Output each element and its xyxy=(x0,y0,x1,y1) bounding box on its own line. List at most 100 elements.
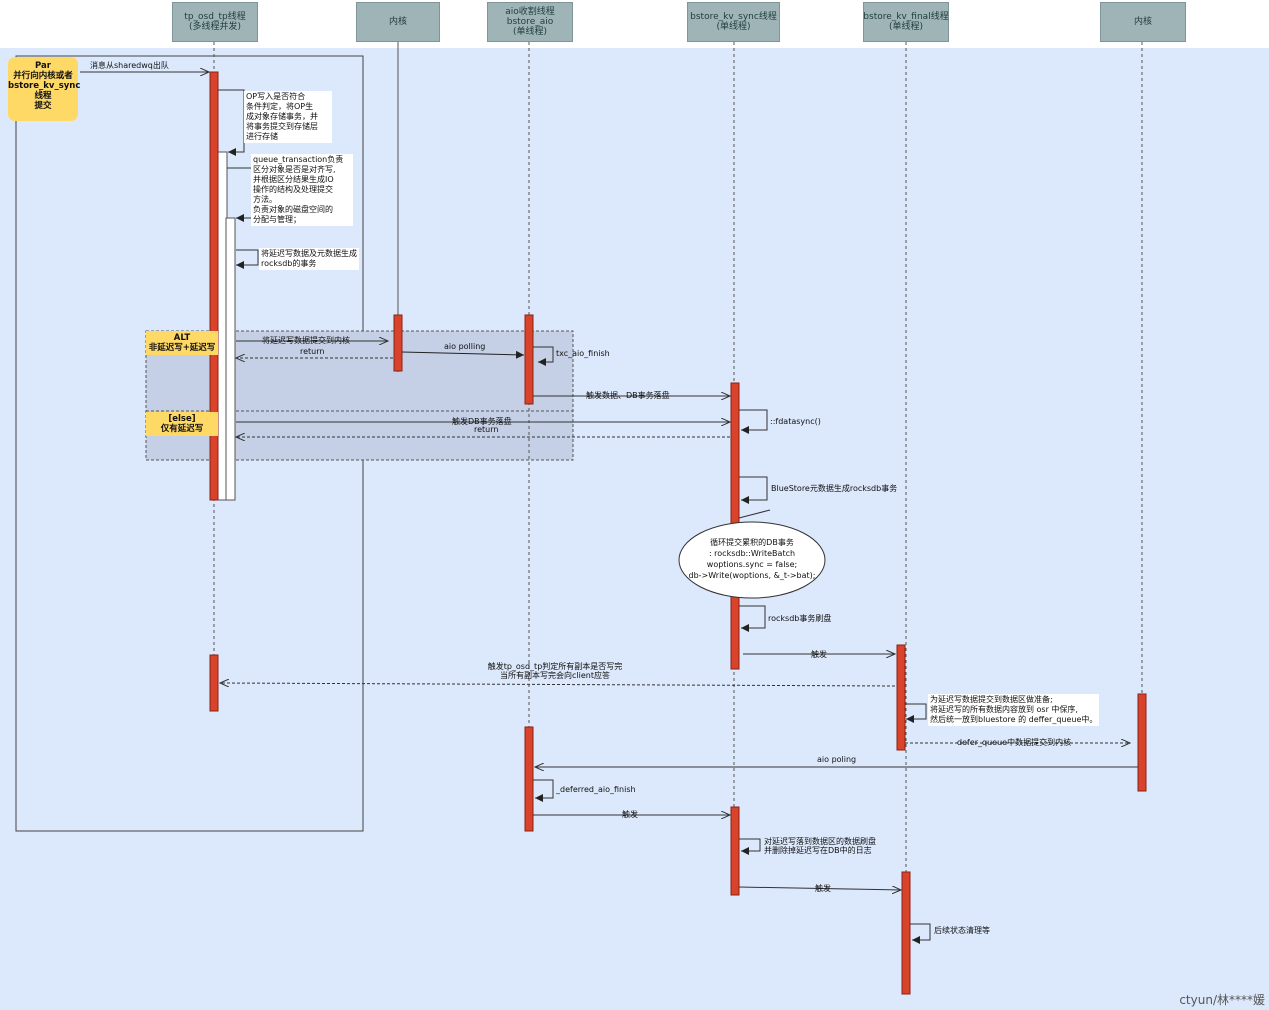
note-op-line: OP写入是否符合 xyxy=(246,92,306,101)
arrow-aio-polling xyxy=(401,350,525,359)
note-queue-line: 操作的结构及处理提交 xyxy=(253,185,333,194)
msg-return2-label: return xyxy=(474,425,499,434)
msg-deferred-aio-finish-label: _deferred_aio_finish xyxy=(556,785,636,794)
arrow-trigger3 xyxy=(738,887,901,890)
msg-return1-label: return xyxy=(300,347,325,356)
note-defer-line: rocksdb的事务 xyxy=(261,259,317,268)
arrow-rocksdb-flush xyxy=(739,605,766,632)
msg-aio-poling-label: aio poling xyxy=(817,755,857,764)
else-tag-line: 仅有延迟写 xyxy=(160,424,204,434)
activation-kvfinal-1 xyxy=(896,644,906,751)
loop-note-ellipse xyxy=(678,521,826,599)
lifeline-header-line: 内核 xyxy=(388,17,407,27)
lifeline-header-line: 内核 xyxy=(1133,17,1152,27)
msg-trigger-db-label: 触发数据、DB事务落盘 xyxy=(586,391,670,400)
lifeline-header-line: (多线程并发) xyxy=(188,22,242,32)
msg-after-label: 后续状态清理等 xyxy=(934,926,990,935)
msg-trigger2-label: 触发 xyxy=(622,810,638,819)
watermark: ctyun/林****媛 xyxy=(1179,993,1265,1007)
note-sync-line: 对延迟写落到数据区的数据刷盘 xyxy=(764,837,876,846)
lifeline-header-line: (单线程) xyxy=(512,27,548,37)
par-tag-line: Par xyxy=(35,61,51,71)
note-queue-line: queue_transaction负责 xyxy=(253,155,344,164)
note-sync-data: 对延迟写落到数据区的数据刷盘 并删除掉延迟写在DB中的日志 xyxy=(764,837,876,855)
alt-tag-line: 非延迟写+延迟写 xyxy=(148,343,216,353)
note-queue-line: 区分对象是否是对齐写, xyxy=(253,165,336,174)
arrow-self-final xyxy=(905,703,927,723)
lifeline-header-line: bstore_kv_sync线程 xyxy=(690,12,777,22)
par-tag-line: 线程 xyxy=(34,91,52,101)
activation-tp-2 xyxy=(209,654,219,712)
arrow-txc-aio-finish xyxy=(533,346,554,366)
alt-tag-line: ALT xyxy=(173,333,191,343)
activation-tp-1 xyxy=(209,71,219,501)
msg-txc-aio-finish-label: txc_aio_finish xyxy=(556,349,610,358)
arrow-bluestore-meta xyxy=(739,476,768,504)
tp-nested-activation-2 xyxy=(225,217,236,501)
msg-aio-polling-label: aio polling xyxy=(444,342,486,351)
note-op-line: 成对象存储事务，并 xyxy=(246,112,318,121)
loop-note-connector xyxy=(738,509,771,519)
note-op-line: 将事务提交到存储层 xyxy=(246,122,318,131)
lifeline-header-line: aio收割线程 xyxy=(505,7,555,17)
activation-kernel1 xyxy=(393,314,403,372)
arrow-after xyxy=(910,923,931,944)
note-queue-transaction: queue_transaction负责 区分对象是否是对齐写, 并根据区分结果生… xyxy=(251,154,353,226)
else-tag-line: [else] xyxy=(168,414,196,424)
activation-aio-2 xyxy=(524,726,534,832)
msg-dequeue-label: 消息从sharedwq出队 xyxy=(90,61,169,70)
lifeline-header-kernel1: 内核 xyxy=(356,2,440,42)
note-loop-line: woptions.sync = false; xyxy=(706,560,798,569)
note-queue-line: 分配与管理； xyxy=(253,215,301,224)
lifeline-header-kernel2: 内核 xyxy=(1100,2,1186,42)
note-op: OP写入是否符合 条件判定，将OP生 成对象存储事务，并 将事务提交到存储层 进… xyxy=(244,91,332,143)
lifeline-header-line: tp_osd_tp线程 xyxy=(184,12,246,22)
lifeline-header-line: bstore_kv_final线程 xyxy=(863,12,949,22)
lifeline-header-line: (单线程) xyxy=(888,22,924,32)
else-tag: [else] 仅有延迟写 xyxy=(146,412,218,436)
note-loop-line: : rocksdb::WriteBatch xyxy=(708,549,796,558)
arrow-reply xyxy=(220,683,896,686)
note-final-line: 将延迟写的所有数据内容放到 osr 中保序, xyxy=(930,705,1078,714)
note-final: 为延迟写数据提交到数据区做准备; 将延迟写的所有数据内容放到 osr 中保序, … xyxy=(928,694,1100,726)
note-op-line: 条件判定，将OP生 xyxy=(246,102,314,111)
note-queue-line: 并根据区分结果生成IO xyxy=(253,175,334,184)
msg-fdatasync-label: ::fdatasync() xyxy=(770,417,821,426)
msg-bluestore-meta-label: BlueStore元数据生成rocksdb事务 xyxy=(771,484,898,493)
arrow-self-sync xyxy=(739,838,761,855)
note-queue-line: 方法。 xyxy=(253,195,277,204)
activation-aio-1 xyxy=(524,314,534,405)
note-queue-line: 负责对象的磁盘空间的 xyxy=(253,205,333,214)
arrow-self-defer xyxy=(236,249,259,269)
diagram-background xyxy=(0,48,1269,1010)
lifeline-header-line: bstore_aio xyxy=(506,17,554,27)
par-tag-line: 并行向内核或者 xyxy=(13,71,73,81)
par-tag-line: bstore_kv_sync xyxy=(8,81,81,91)
note-loop-commit: 循环提交累积的DB事务 : rocksdb::WriteBatch woptio… xyxy=(682,537,822,581)
msg-defer-queue-label: defer_queue中数据提交到内核 xyxy=(957,738,1072,747)
activation-kernel2 xyxy=(1137,693,1147,792)
msg-trigger1-label: 触发 xyxy=(811,650,827,659)
note-reply: 触发tp_osd_tp判定所有副本是否写完 当所有副本写完会向client应答 xyxy=(470,662,640,680)
note-loop-line: db->Write(woptions, &_t->bat); xyxy=(688,571,816,580)
arrow-fdatasync xyxy=(739,409,768,434)
msg-aio-submit-label: 将延迟写数据提交到内核 xyxy=(262,336,350,345)
alt-tag: ALT 非延迟写+延迟写 xyxy=(146,331,218,355)
msg-trigger-db2-label: 触发DB事务落盘 xyxy=(452,417,512,426)
note-reply-line: 触发tp_osd_tp判定所有副本是否写完 xyxy=(487,662,623,671)
par-tag-line: 提交 xyxy=(34,101,52,111)
note-defer-txn: 将延迟写数据及元数据生成 rocksdb的事务 xyxy=(259,248,359,270)
lifeline-header-aio: aio收割线程 bstore_aio (单线程) xyxy=(487,2,573,42)
note-final-line: 为延迟写数据提交到数据区做准备; xyxy=(930,695,1053,704)
lifeline-header-tp: tp_osd_tp线程 (多线程并发) xyxy=(172,2,258,42)
msg-trigger3-label: 触发 xyxy=(815,884,831,893)
note-reply-line: 当所有副本写完会向client应答 xyxy=(500,671,610,680)
lifeline-header-kvsync: bstore_kv_sync线程 (单线程) xyxy=(687,2,780,42)
note-op-line: 进行存储 xyxy=(246,132,278,141)
activation-kvfinal-2 xyxy=(901,871,911,995)
arrow-deferred-aio-finish xyxy=(533,779,554,802)
msg-rocksdb-flush-label: rocksdb事务刷盘 xyxy=(768,614,832,623)
par-tag: Par 并行向内核或者 bstore_kv_sync 线程 提交 xyxy=(8,57,81,121)
